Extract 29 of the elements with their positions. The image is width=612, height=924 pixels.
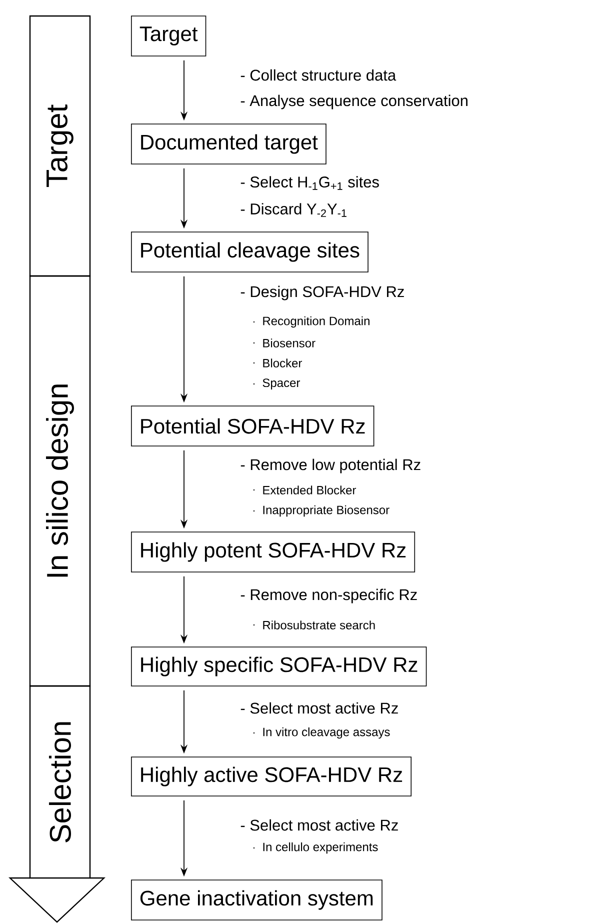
step-box: Highly active SOFA-HDV Rz	[131, 756, 412, 796]
step-detail: Recognition Domain	[253, 316, 370, 328]
step-box: Potential cleavage sites	[131, 232, 368, 272]
stage-band: Selection	[29, 685, 91, 879]
step-note: - Select most active Rz	[240, 819, 398, 831]
step-note: - Select most active Rz	[240, 702, 398, 714]
step-detail: In cellulo experiments	[253, 842, 378, 854]
step-note: - Design SOFA-HDV Rz	[240, 286, 404, 300]
stage-band: In silico design	[29, 275, 91, 687]
step-detail: Extended Blocker	[253, 486, 356, 494]
step-detail: Spacer	[253, 378, 300, 390]
step-box: Highly specific SOFA-HDV Rz	[131, 646, 427, 686]
step-note: - Collect structure data	[240, 69, 396, 81]
step-note: - Discard Y$_{-2}$Y$_{-1}$	[240, 203, 346, 217]
step-note: - Remove low potential Rz	[240, 458, 420, 474]
step-detail: Ribosubstrate search	[253, 620, 375, 630]
step-detail: Biosensor	[253, 338, 316, 348]
step-note: - Select H$_{-1}$G$_{+1}$ sites	[240, 176, 379, 190]
step-box: Target	[131, 16, 206, 56]
step-box: Potential SOFA-HDV Rz	[131, 406, 374, 446]
stage-band: Target	[29, 15, 91, 277]
step-box: Highly potent SOFA-HDV Rz	[131, 532, 416, 572]
step-detail: Blocker	[253, 358, 302, 368]
step-box: Gene inactivation system	[131, 880, 382, 920]
step-detail: In vitro cleavage assays	[253, 727, 390, 739]
step-note: - Remove non-specific Rz	[240, 588, 417, 604]
step-detail: Inappropriate Biosensor	[253, 505, 390, 517]
step-note: - Analyse sequence conservation	[240, 94, 468, 110]
step-box: Documented target	[131, 124, 326, 164]
